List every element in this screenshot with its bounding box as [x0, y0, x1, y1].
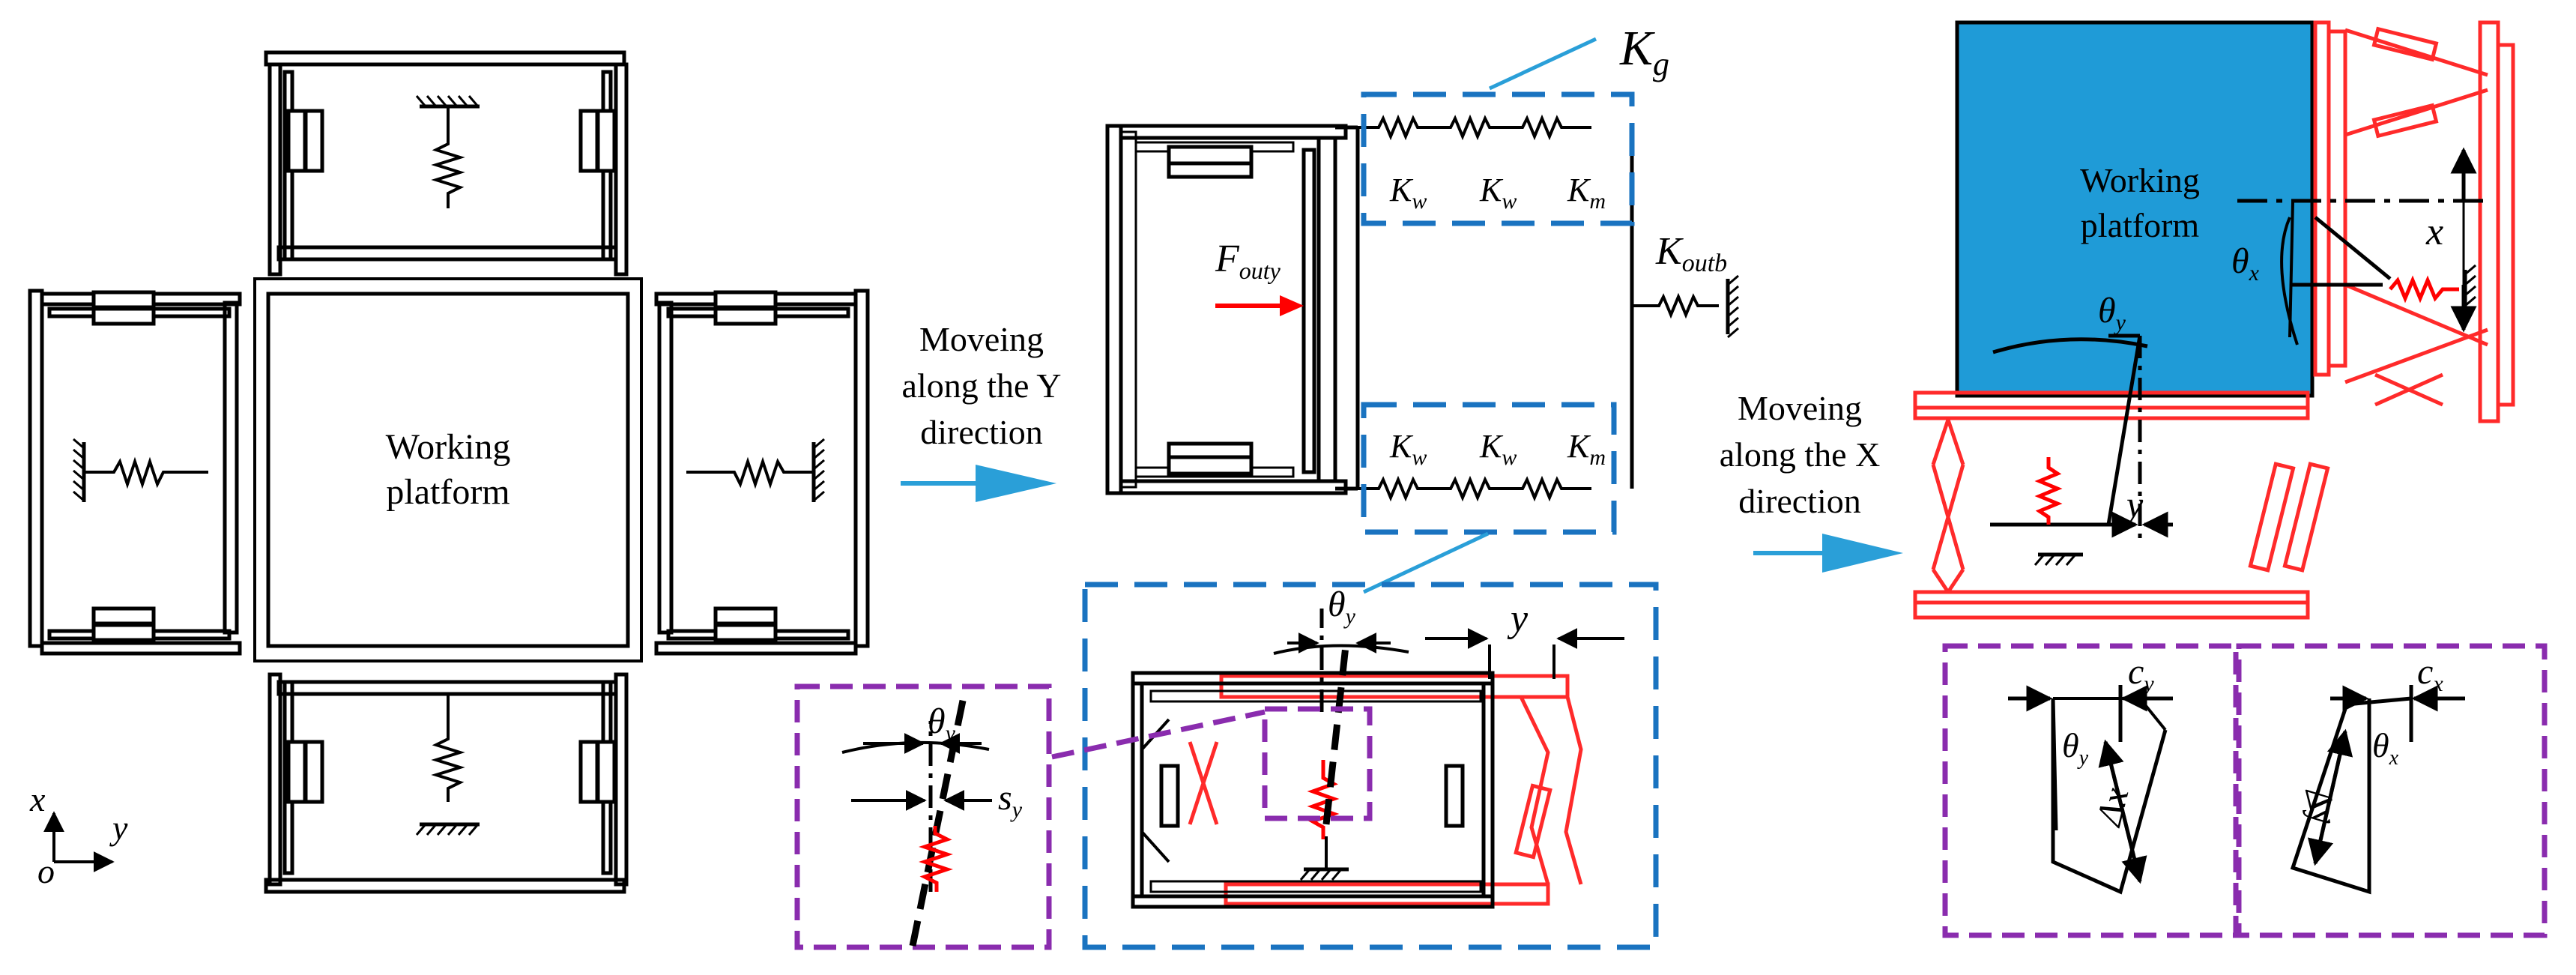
platform-label-line2: platform — [386, 472, 510, 512]
panel-stiffness-model — [1105, 114, 1739, 502]
axis-y-label: y — [109, 809, 128, 847]
panel-moved-platform: Working platform θx x θy y — [1913, 20, 2515, 620]
panel-planar-stage — [28, 50, 870, 894]
kg-dashed-boxes — [1361, 37, 1635, 594]
delta-y-label: Δy — [2297, 782, 2345, 829]
top-flexure-module — [264, 50, 629, 277]
move-y-line3: direction — [920, 413, 1043, 451]
deformation-detail-box: θy y — [1082, 582, 1659, 950]
moved-platform-square — [1955, 20, 2315, 398]
axis-x-label: x — [29, 780, 46, 818]
kw-top-1: Kw — [1389, 172, 1427, 214]
moved-platform-label-line1: Working — [2080, 161, 2200, 199]
kg-label: Kg — [1619, 21, 1669, 82]
right-flexure-module — [654, 289, 870, 656]
panel-clearance-zoom: cy θy Δx cx θx Δy — [1942, 643, 2548, 938]
panel2-labels: Kg Kw Kw Km Kw Kw Km Koutb Fouty — [1215, 21, 1727, 470]
km-bottom: Km — [1567, 428, 1606, 470]
theta-y-clearance: θy — [2062, 726, 2089, 770]
transition-arrow-x: Moveing along the X direction — [1720, 389, 1903, 573]
platform-outer-frame — [253, 277, 643, 662]
kw-bottom-2: Kw — [1479, 428, 1517, 470]
y-disp-label-moved: y — [2123, 483, 2144, 525]
move-x-line3: direction — [1738, 482, 1861, 520]
fout-label: Fouty — [1215, 238, 1281, 284]
theta-y-detail: θy — [1328, 585, 1356, 629]
cx-label: cx — [2417, 652, 2443, 696]
axis-origin-label: o — [37, 852, 55, 890]
working-platform-square — [266, 292, 630, 648]
force-arrow — [1215, 295, 1304, 316]
kout-label: Koutb — [1655, 230, 1727, 277]
theta-y-label-moved: θy — [2098, 291, 2126, 335]
km-top: Km — [1567, 172, 1606, 214]
move-x-line1: Moveing — [1738, 389, 1862, 427]
kw-top-2: Kw — [1479, 172, 1517, 214]
theta-x-label: θx — [2231, 241, 2260, 286]
transition-arrow-y: Moveing along the Y direction — [901, 320, 1061, 502]
y-disp-detail: y — [1507, 597, 1529, 640]
move-y-line2: along the Y — [902, 366, 1062, 405]
platform-label-line1: Working — [386, 427, 511, 467]
move-x-line2: along the X — [1720, 435, 1881, 474]
theta-y-zoom: θy — [928, 701, 956, 746]
moved-platform-label-line2: platform — [2081, 206, 2200, 244]
bottom-flexure-module — [264, 672, 629, 894]
panel1-labels: Working platform x y o — [29, 427, 510, 890]
sy-label: sy — [998, 778, 1023, 822]
left-flexure-module — [28, 289, 242, 656]
coordinate-axes — [43, 811, 115, 872]
delta-x-label: Δx — [2089, 784, 2137, 831]
cy-label: cy — [2128, 652, 2154, 696]
x-disp-label: x — [2425, 211, 2443, 253]
zoom-detail-sy: θy sy — [794, 683, 1266, 950]
theta-x-clearance: θx — [2372, 726, 2399, 770]
kw-bottom-1: Kw — [1389, 428, 1427, 470]
move-y-line1: Moveing — [919, 320, 1044, 358]
